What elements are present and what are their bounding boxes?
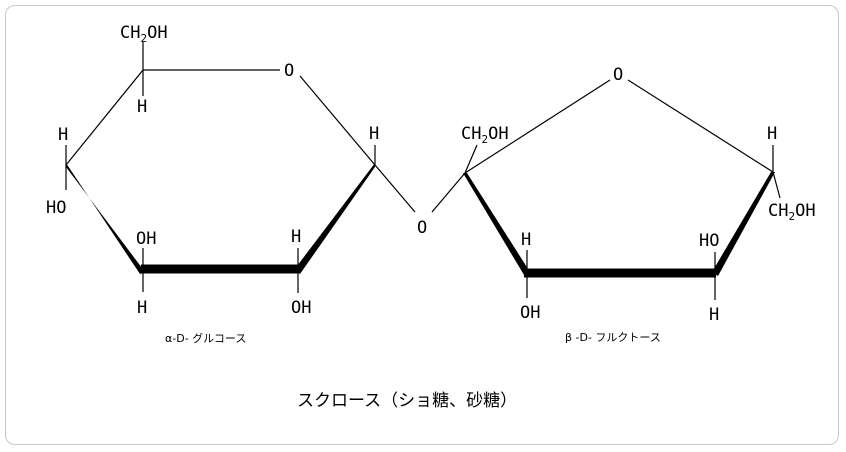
bond-c2-ch2oh: [464, 144, 478, 174]
fructose-c3-h: H: [521, 230, 531, 250]
fructose-c4-h: H: [709, 305, 719, 325]
fructose-caption: β -D- フルクトース: [565, 331, 661, 344]
bond-o-c1: [299, 75, 376, 166]
bond-c2-ring-o: [464, 79, 611, 174]
glycosidic-oxygen: O: [417, 218, 427, 238]
fructose-labels: O CH2OH H OH HO H H CH2OH β -D- フルクトース: [461, 65, 816, 344]
glucose-labels: O CH2OH H H HO OH H H OH H α-D- グルコース: [46, 23, 379, 345]
glucose-caption: α-D- グルコース: [165, 331, 246, 345]
glucose-c2-h: H: [291, 227, 301, 247]
glucose-ch2oh-label: CH2OH: [120, 23, 168, 45]
fructose-c5-h: H: [767, 124, 777, 144]
wedge-c2-c3: [463, 173, 530, 275]
wedge-c4-c3: [66, 163, 145, 274]
glucose-c1-h: H: [369, 124, 379, 144]
bond-c5-ch2oh: [772, 171, 781, 199]
wedge-c1-c2: [294, 163, 375, 274]
bond-c5-c4: [65, 69, 144, 166]
bond-glycosidic-o-c2: [431, 172, 466, 213]
diagram-frame: [5, 5, 839, 445]
glucose-c5-h: H: [137, 97, 147, 117]
bond-c1-glycosidic-o: [374, 164, 416, 213]
fructose-c4-ho: HO: [699, 231, 719, 251]
fructose-ring-bonds: [431, 79, 781, 300]
diagram-title: スクロース（ショ糖、砂糖）: [297, 391, 517, 411]
wedge-c5-c4: [712, 172, 775, 276]
fructose-c2-ch2oh-label: CH2OH: [461, 124, 509, 146]
glucose-c2-oh: OH: [291, 298, 311, 318]
fructose-ring-oxygen: O: [613, 65, 623, 85]
glucose-c3-h: H: [137, 298, 147, 318]
glucose-ring-bonds: [65, 42, 416, 293]
fructose-c3-oh: OH: [520, 303, 540, 323]
glucose-ring-oxygen: O: [284, 61, 294, 81]
glucose-c4-h: H: [58, 125, 68, 145]
glucose-c4-ho: HO: [46, 198, 66, 218]
bond-ring-o-c5: [627, 79, 774, 173]
fructose-c5-ch2oh-label: CH2OH: [768, 201, 816, 223]
glucose-c3-oh: OH: [136, 229, 156, 249]
